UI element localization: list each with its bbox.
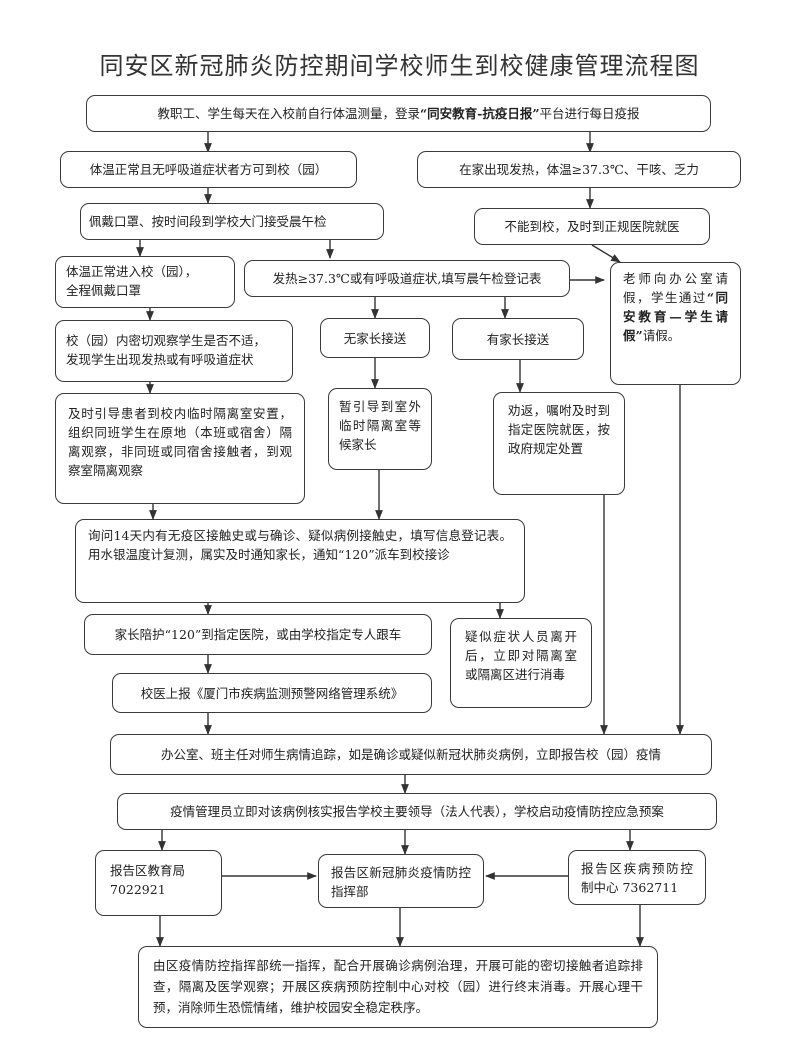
step-mask-morning-check: 佩戴口罩、按时间段到学校大门接受晨午检 — [80, 203, 384, 240]
step-office-tracking: 办公室、班主任对师生病情追踪，如是确诊或疑似新冠状肺炎病例，立即报告校（园）疫情 — [110, 734, 712, 775]
step-daily-report-text: 教职工、学生每天在入校前自行体温测量，登录 — [157, 106, 420, 121]
step-normal-temperature: 体温正常且无呼吸道症状者方可到校（园） — [60, 151, 357, 188]
step-fever-register: 发热≥37.3℃或有呼吸道症状,填写晨午检登记表 — [244, 260, 570, 297]
step-daily-report-text-end: 平台进行每日疫报 — [539, 106, 640, 121]
step-observe-students: 校（园）内密切观察学生是否不适， 发现学生出现发热或有呼吸道症状 — [55, 320, 293, 382]
page-title: 同安区新冠肺炎防控期间学校师生到校健康管理流程图 — [99, 52, 700, 80]
step-daily-temperature-report: 教职工、学生每天在入校前自行体温测量，登录“同安教育-抗疫日报”平台进行每日疫报 — [86, 95, 711, 132]
step-parent-pickup: 有家长接送 — [452, 318, 584, 360]
step-isolation-guidance: 及时引导患者到校内临时隔离室安置，组织同班学生在原地（本班或宿舍）隔离观察，非同… — [55, 393, 305, 504]
step-disinfect-isolation-room: 疑似症状人员离开后，立即对隔离室或隔离区进行消毒 — [450, 618, 592, 708]
step-report-education-bureau: 报告区教育局 7022921 — [95, 850, 222, 916]
step-observe-line2: 发现学生出现发热或有呼吸道症状 — [66, 352, 254, 367]
step-temporary-isolation: 暂引导到室外临时隔离室等候家长 — [328, 388, 432, 470]
step-go-to-hospital: 不能到校，及时到正规医院就医 — [474, 208, 710, 245]
step-inquire-contact-history: 询问14天内有无疫区接触史或与确诊、疑似病例接触史，填写信息登记表。用水银温度计… — [75, 519, 525, 603]
step-daily-report-platform: “同安教育-抗疫日报” — [419, 106, 540, 121]
step-epidemic-manager-report: 疫情管理员立即对该病例核实报告学校主要领导（法人代表），学校启动疫情防控应急预案 — [117, 793, 717, 830]
step-enter-school-line1: 体温正常进入校（园）， — [66, 264, 198, 279]
education-bureau-phone: 7022921 — [110, 882, 166, 897]
step-school-doctor-report: 校医上报《厦门市疾病监测预警网络管理系统》 — [112, 673, 432, 713]
leave-text: 老师向办公室请假，学生通过 — [623, 271, 728, 305]
step-report-epidemic-command: 报告区新冠肺炎疫情防控指挥部 — [318, 854, 484, 908]
step-enter-school-line2: 全程佩戴口罩 — [66, 283, 142, 298]
step-observe-line1: 校（园）内密切观察学生是否不适， — [66, 333, 267, 348]
leave-text-end: 请假。 — [642, 328, 681, 343]
step-teacher-student-leave: 老师向办公室请假，学生通过“同安教育—学生请假”请假。 — [610, 262, 741, 385]
step-report-cdc: 报告区疾病预防控制中心 7362711 — [568, 850, 706, 905]
step-unified-command: 由区疫情防控指挥部统一指挥，配合开展确诊病例治理，开展可能的密切接触者追踪排查，… — [138, 946, 658, 1028]
step-persuade-return: 劝返，嘱咐及时到指定医院就医，按政府规定处置 — [493, 392, 625, 495]
step-enter-school: 体温正常进入校（园）， 全程佩戴口罩 — [55, 256, 235, 308]
step-120-accompany: 家长陪护“120”到指定医院，或由学校指定专人跟车 — [84, 614, 432, 655]
step-no-parent-pickup: 无家长接送 — [320, 318, 430, 358]
education-bureau-label: 报告区教育局 — [110, 863, 186, 878]
step-fever-at-home: 在家出现发热，体温≥37.3℃、干咳、乏力 — [417, 151, 741, 188]
leave-platform: “同安教育—学生请假” — [623, 290, 728, 343]
